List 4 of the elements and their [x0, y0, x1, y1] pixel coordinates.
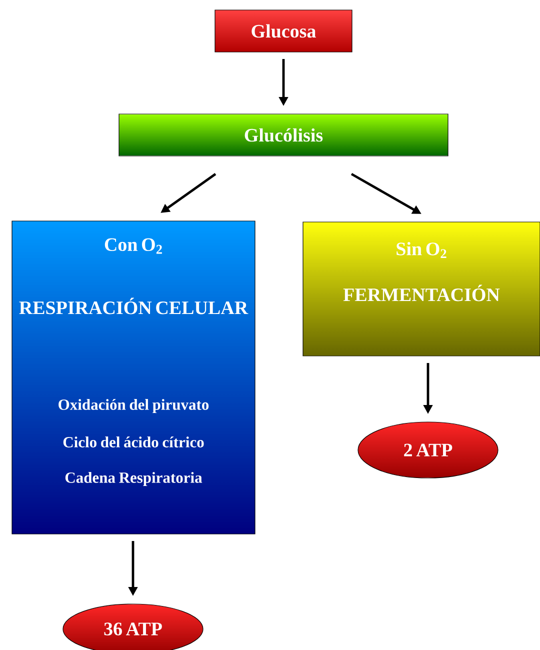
process-box: Glucólisis [118, 114, 448, 156]
process-box: Sin O$_{2}$ FERMENTACIÓN [302, 222, 540, 356]
start-box: Glucosa [214, 10, 352, 52]
process-box: Con O$_{2}$ RESPIRACIÓN CELULAR Oxidación del piruvato Ciclo del ácido cítrico Cadena Respiratoria [12, 220, 256, 534]
